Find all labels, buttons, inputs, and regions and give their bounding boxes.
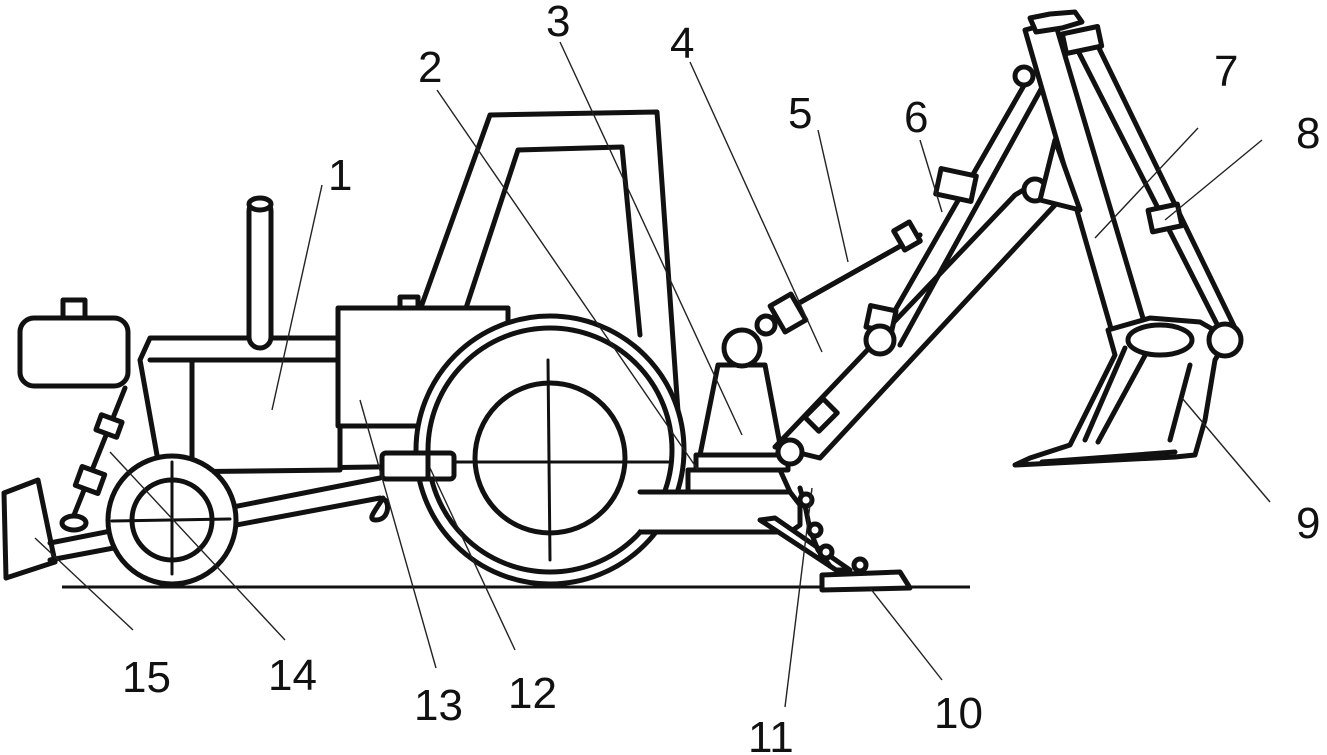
label-9: 9 xyxy=(1296,499,1320,548)
label-15: 15 xyxy=(122,653,171,702)
label-7: 7 xyxy=(1214,47,1238,96)
boom-cylinder xyxy=(754,219,923,337)
label-10: 10 xyxy=(934,689,983,738)
label-4: 4 xyxy=(670,19,694,68)
part-labels: 1 2 3 4 5 6 7 8 9 10 11 12 13 14 15 xyxy=(122,0,1320,755)
label-2: 2 xyxy=(418,43,442,92)
label-12: 12 xyxy=(508,669,557,718)
bucket xyxy=(1012,315,1244,468)
label-8: 8 xyxy=(1296,109,1320,158)
front-blade xyxy=(1,477,58,581)
rear-wheel xyxy=(413,313,687,587)
front-strut xyxy=(59,385,128,533)
exhaust-pipe xyxy=(246,195,274,351)
label-14: 14 xyxy=(268,651,317,700)
label-3: 3 xyxy=(546,0,570,46)
dipper-cylinder xyxy=(863,64,1048,357)
front-counterweight xyxy=(17,297,131,389)
engine-hood xyxy=(137,335,343,475)
label-5: 5 xyxy=(788,89,812,138)
label-13: 13 xyxy=(414,681,463,730)
label-11: 11 xyxy=(748,713,794,755)
leader-lines xyxy=(34,41,1271,708)
front-wheel xyxy=(105,453,239,587)
label-6: 6 xyxy=(904,93,928,142)
axle-box xyxy=(379,450,457,482)
label-1: 1 xyxy=(328,151,352,200)
bucket-cylinder xyxy=(1059,23,1239,333)
